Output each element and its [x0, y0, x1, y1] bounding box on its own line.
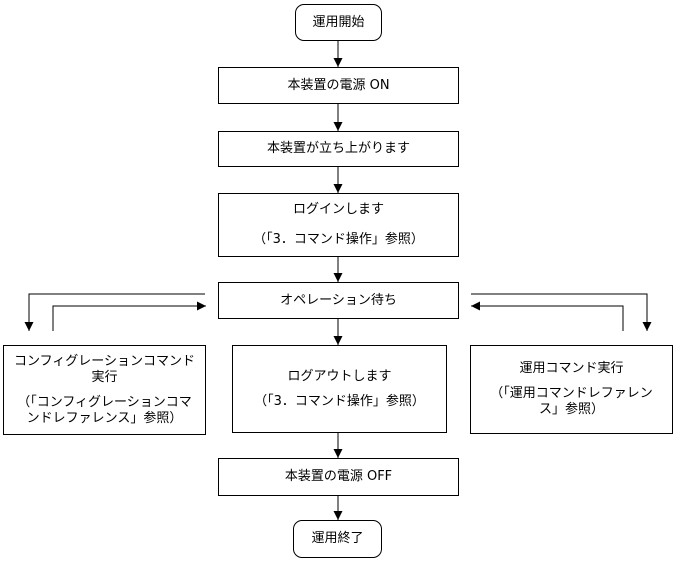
- startup-step: 本装置が立ち上がります: [218, 131, 459, 167]
- arrow-operation-to-wait: [471, 301, 624, 331]
- login-reference: （「3．コマンド操作」参照）: [253, 232, 424, 247]
- start-node: 運用開始: [295, 4, 382, 41]
- power-off-step: 本装置の電源 OFF: [218, 458, 459, 496]
- logout-step: ログアウトします （「3．コマンド操作」参照）: [232, 345, 447, 433]
- login-step: ログインします （「3．コマンド操作」参照）: [218, 193, 459, 257]
- wait-label: オペレーション待ち: [280, 292, 397, 308]
- operation-command-step: 運用コマンド実行 （「運用コマンドレファレン ス」参照）: [470, 345, 673, 434]
- end-node: 運用終了: [293, 520, 382, 558]
- start-label: 運用開始: [312, 14, 365, 30]
- config-label-line2: 実行: [91, 369, 118, 385]
- logout-reference: （「3．コマンド操作」参照）: [254, 393, 425, 409]
- power-on-label: 本装置の電源 ON: [287, 77, 390, 93]
- config-reference-line1: （「コンフィグレーションコマ: [17, 394, 192, 410]
- login-label: ログインします: [292, 202, 384, 217]
- arrow-wait-to-config: [24, 293, 205, 331]
- wait-step: オペレーション待ち: [218, 282, 459, 319]
- arrow-wait-to-operation: [471, 293, 652, 331]
- arrow-config-to-wait: [52, 301, 206, 331]
- power-on-step: 本装置の電源 ON: [218, 67, 459, 104]
- operation-label: 運用コマンド実行: [519, 361, 624, 376]
- operation-reference-line2: ス」参照）: [538, 402, 604, 417]
- power-off-label: 本装置の電源 OFF: [284, 469, 393, 484]
- config-command-step: コンフィグレーションコマンド 実行 （「コンフィグレーションコマ ンドレファレン…: [3, 345, 206, 435]
- logout-label: ログアウトします: [287, 368, 392, 384]
- operation-reference-line1: （「運用コマンドレファレン: [490, 386, 653, 401]
- startup-label: 本装置が立ち上がります: [266, 141, 410, 156]
- config-label-line1: コンフィグレーションコマンド: [13, 353, 196, 369]
- config-reference-line2: ンドレファレンス」参照）: [26, 410, 183, 426]
- end-label: 運用終了: [311, 531, 364, 546]
